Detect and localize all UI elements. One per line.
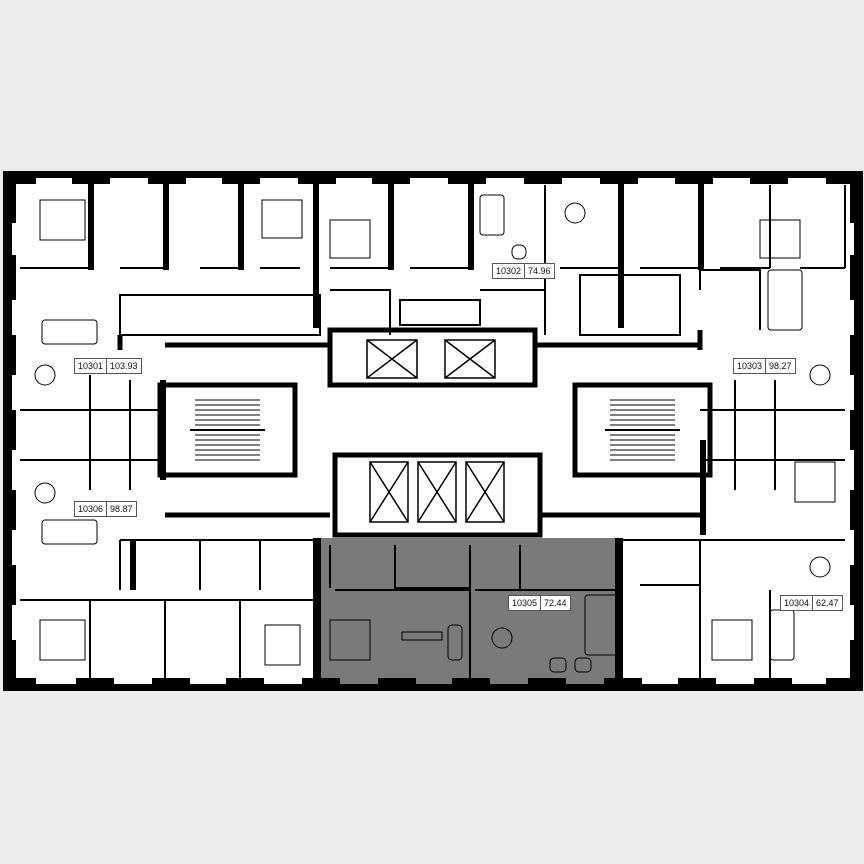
apartment-number: 10304	[784, 598, 810, 608]
apartment-area: 98.87	[106, 502, 136, 516]
bearing-walls	[88, 178, 706, 688]
apartment-area: 62.47	[812, 596, 842, 610]
furniture	[34, 194, 836, 673]
apartment-label-10301[interactable]: 10301 103.93	[74, 358, 142, 374]
apartment-area: 72.44	[540, 596, 570, 610]
apartment-label-10304[interactable]: 10304 62.47	[780, 595, 843, 611]
apartment-label-10303[interactable]: 10303 98.27	[733, 358, 796, 374]
apartment-number: 10301	[78, 361, 104, 371]
apartment-number: 10306	[78, 504, 104, 514]
apartment-area: 98.27	[765, 359, 795, 373]
apartment-label-10306[interactable]: 10306 98.87	[74, 501, 137, 517]
apartment-label-10302[interactable]: 10302 74.96	[492, 263, 555, 279]
apartment-number: 10305	[512, 598, 538, 608]
apartment-label-10305[interactable]: 10305 72.44	[508, 595, 571, 611]
apartment-number: 10302	[496, 266, 522, 276]
stairwells	[190, 399, 680, 461]
interior-partitions	[20, 185, 846, 690]
apartment-area: 74.96	[524, 264, 554, 278]
elevator-shafts	[366, 339, 505, 523]
apartment-number: 10303	[737, 361, 763, 371]
building-core	[117, 327, 713, 538]
apartment-area: 103.93	[106, 359, 141, 373]
